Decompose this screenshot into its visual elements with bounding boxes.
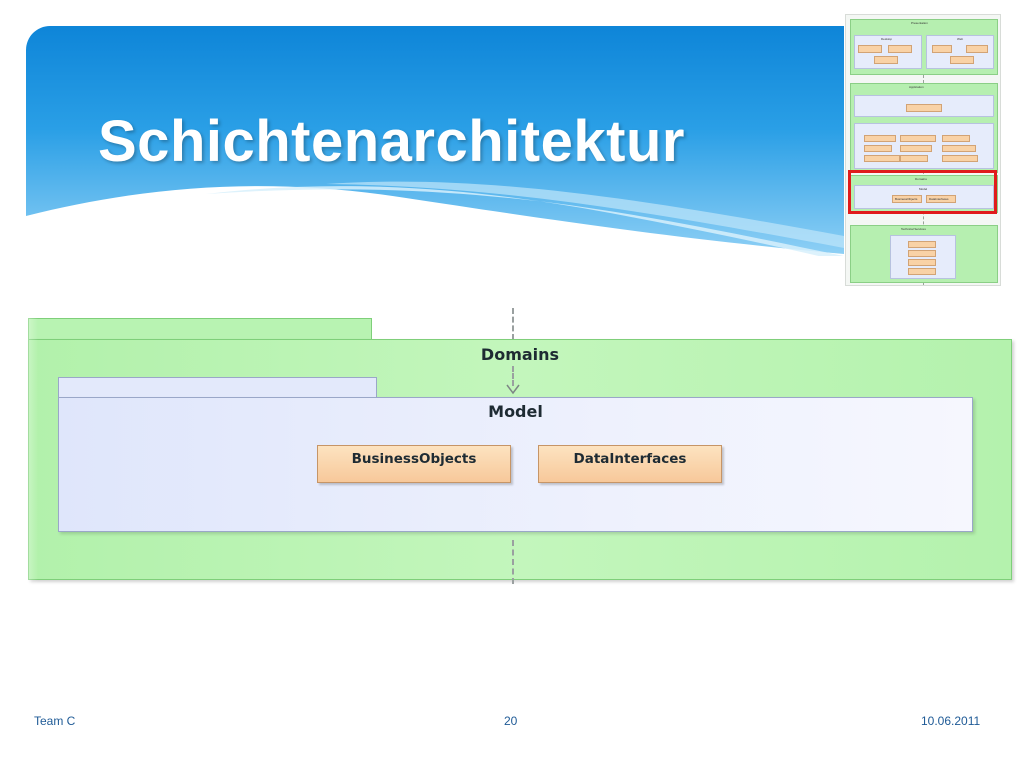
dependency-line-top (512, 308, 514, 340)
model-package-tab (58, 377, 377, 399)
dependency-arrow-icon (506, 384, 520, 395)
thumb-class-box (864, 135, 896, 142)
dependency-line-bottom (512, 540, 514, 584)
model-package: Model (58, 397, 973, 532)
thumb-label: Domains (915, 177, 927, 181)
thumb-class-box (908, 259, 936, 266)
footer-date: 10.06.2011 (921, 714, 981, 728)
thumb-class-box (900, 155, 928, 162)
thumb-label: Presentation (911, 21, 928, 25)
thumb-class-box: DataInterfaces (926, 195, 956, 203)
thumb-class-box (900, 135, 936, 142)
thumb-class-box (874, 56, 898, 64)
thumb-class-box (942, 135, 970, 142)
title-banner: Schichtenarchitektur (26, 26, 844, 256)
thumb-class-box (942, 155, 978, 162)
thumb-label: BusinessObjects (895, 197, 918, 201)
thumb-label: Model (919, 187, 928, 191)
dependency-line-mid (512, 366, 514, 386)
thumb-class-box (906, 104, 942, 112)
thumb-class-box (908, 268, 936, 275)
business-objects-class: BusinessObjects (317, 445, 511, 483)
thumb-class-box (950, 56, 974, 64)
footer-team: Team C (34, 714, 76, 728)
thumb-model-package: Model (854, 185, 994, 209)
data-interfaces-class: DataInterfaces (538, 445, 722, 483)
thumb-class-box (888, 45, 912, 53)
thumb-highlight-frame (848, 170, 997, 214)
thumb-label: Web (957, 37, 964, 41)
model-package-label: Model (488, 402, 543, 421)
thumb-class-box (864, 145, 892, 152)
thumb-class-box (932, 45, 952, 53)
thumb-class-box (900, 145, 932, 152)
thumb-label: Technical Services (901, 227, 926, 231)
faded-left-edge (4, 300, 38, 600)
architecture-thumbnail: Presentation Desktop Web Application Dom… (845, 14, 1001, 286)
thumb-class-box (908, 250, 936, 257)
thumb-class-box (858, 45, 882, 53)
domains-package-label: Domains (480, 345, 560, 364)
thumb-class-box (908, 241, 936, 248)
wave-decoration (26, 181, 844, 256)
thumb-class-box (942, 145, 976, 152)
thumb-class-box (864, 155, 900, 162)
domains-package-tab (28, 318, 372, 341)
slide-title: Schichtenarchitektur (98, 109, 685, 174)
thumb-class-box: BusinessObjects (892, 195, 922, 203)
footer-page-number: 20 (504, 714, 518, 728)
thumb-label: Desktop (881, 37, 893, 41)
thumb-label: DataInterfaces (929, 197, 949, 201)
thumb-label: Application (909, 85, 924, 89)
thumb-class-box (966, 45, 988, 53)
